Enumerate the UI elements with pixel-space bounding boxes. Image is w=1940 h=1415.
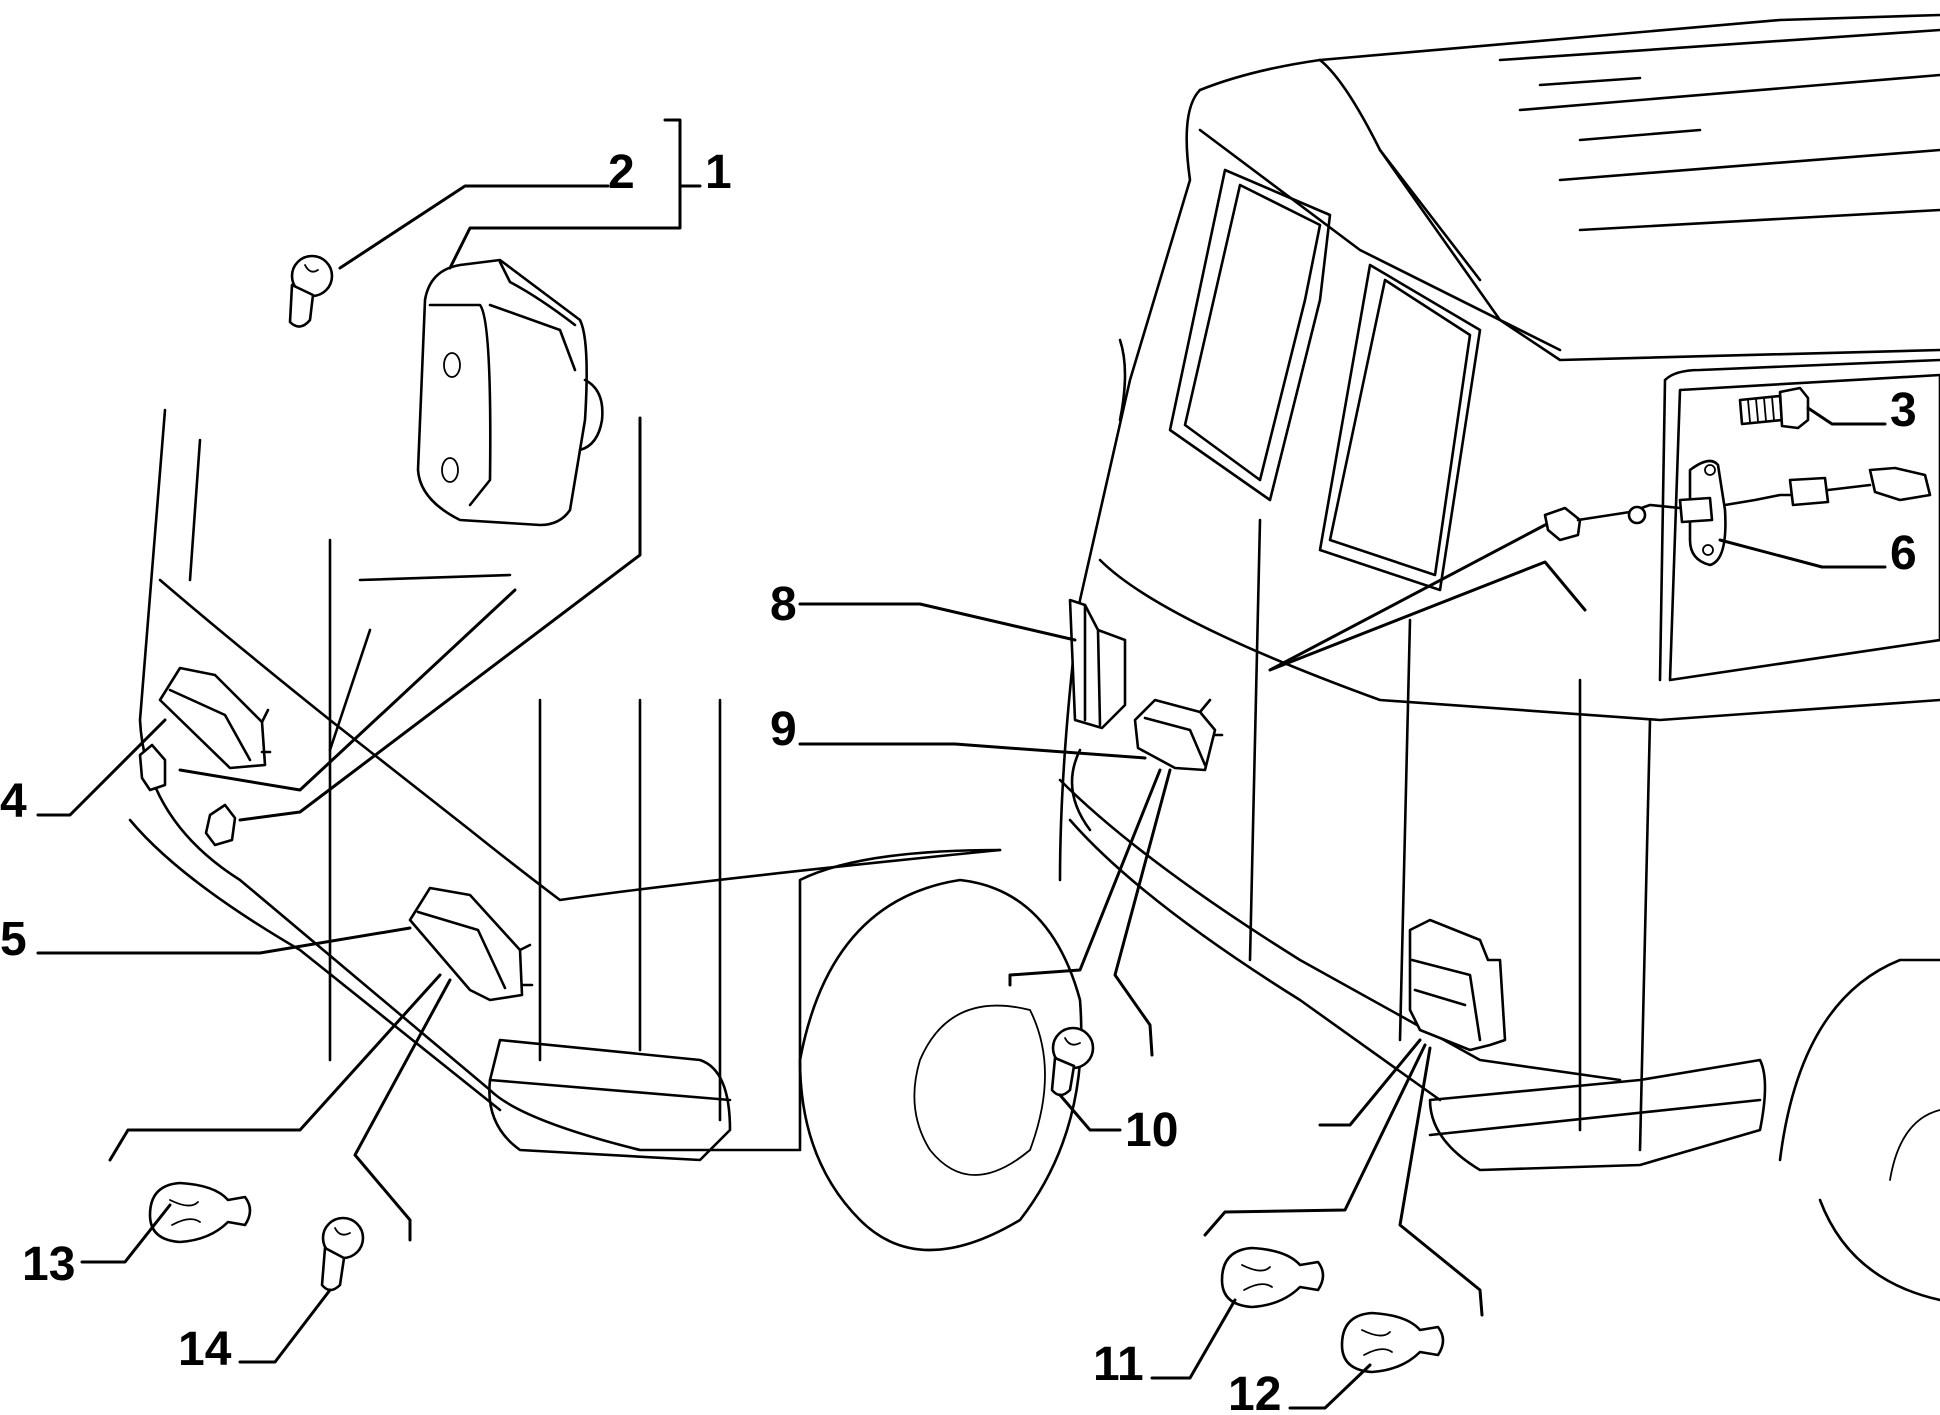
part-14-bulb xyxy=(320,1216,365,1292)
callout-6: 6 xyxy=(1890,527,1917,580)
leader-lines xyxy=(36,118,1887,1410)
callout-14: 14 xyxy=(178,1323,232,1376)
part-1-lamp-housing xyxy=(416,258,604,527)
right-van-body xyxy=(1058,13,1940,1302)
callout-12: 12 xyxy=(1228,1368,1281,1415)
left-van-body xyxy=(128,408,1083,1252)
part-4-side-lamp xyxy=(138,666,272,847)
part-8-reflector xyxy=(1068,598,1127,730)
part-12-bulb xyxy=(1340,1311,1445,1374)
part-6-plate-lamp xyxy=(1543,459,1932,567)
callout-10: 10 xyxy=(1125,1104,1178,1157)
rear-tail-lamp xyxy=(1408,918,1507,1052)
callout-5: 5 xyxy=(0,913,27,966)
callout-8: 8 xyxy=(770,578,797,631)
callout-9: 9 xyxy=(770,703,797,756)
part-2-bulb xyxy=(288,254,334,328)
callout-1: 1 xyxy=(705,146,732,199)
callout-2: 2 xyxy=(608,146,635,199)
callout-labels: 1 2 3 4 5 6 8 9 10 11 12 13 14 xyxy=(0,146,1917,1415)
part-5-front-lamp xyxy=(408,886,534,1002)
callout-13: 13 xyxy=(22,1238,75,1291)
callout-11: 11 xyxy=(1093,1338,1144,1391)
callout-4: 4 xyxy=(0,775,27,828)
part-13-bulb xyxy=(148,1181,252,1244)
part-10-bulb xyxy=(1050,1026,1095,1097)
part-9-side-lamp xyxy=(1133,698,1224,772)
part-11-bulb xyxy=(1220,1246,1325,1309)
part-3-bolt xyxy=(1738,386,1810,430)
callout-3: 3 xyxy=(1890,384,1917,437)
